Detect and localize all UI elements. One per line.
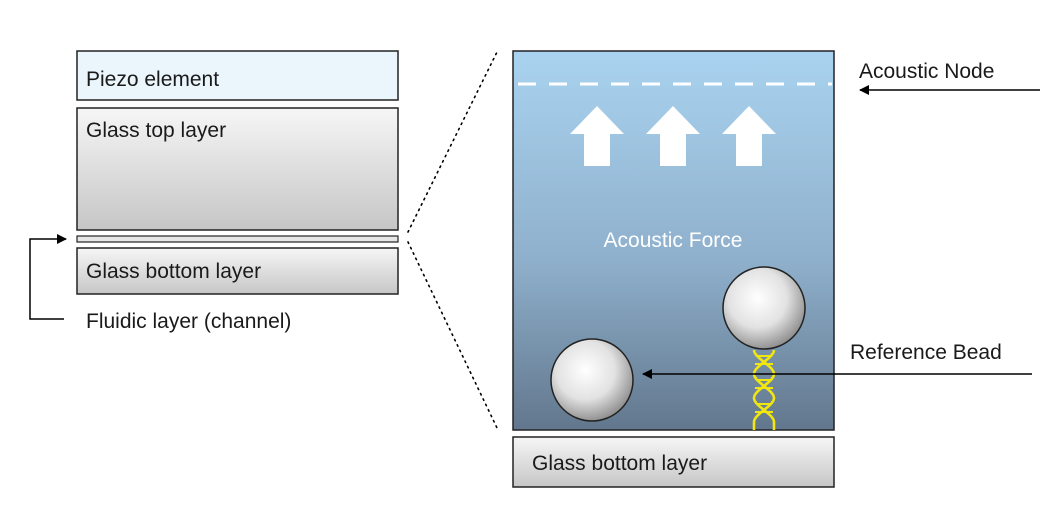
fluidic-callout-line xyxy=(29,234,67,320)
glass-bottom-layer-left-label: Glass bottom layer xyxy=(86,260,261,283)
glass-bottom-layer-left xyxy=(76,247,399,295)
glass-bottom-layer-right xyxy=(512,436,835,488)
force-arrow-icon-3 xyxy=(722,106,776,166)
fluidic-layer-label: Fluidic layer (channel) xyxy=(86,310,291,333)
glass-bottom-layer-right-label: Glass bottom layer xyxy=(532,452,707,475)
zoomed-channel: Acoustic Force Glass bottom layer xyxy=(512,50,835,488)
zoom-connector-bottom xyxy=(407,241,499,431)
force-arrow-icon-2 xyxy=(646,106,700,166)
piezo-element-label: Piezo element xyxy=(86,68,219,91)
piezo-element-layer xyxy=(76,50,399,101)
dna-tether-icon xyxy=(752,349,776,430)
zoom-connector-top xyxy=(407,49,499,233)
force-arrow-icon-1 xyxy=(570,106,624,166)
left-layer-stack: Piezo element Glass top layer Glass bott… xyxy=(29,50,399,333)
acoustic-force-label: Acoustic Force xyxy=(604,229,743,252)
reference-bead-label: Reference Bead xyxy=(850,341,1002,364)
glass-top-layer xyxy=(76,107,399,231)
reference-bead xyxy=(550,338,634,422)
glass-top-layer-label: Glass top layer xyxy=(86,119,226,142)
tethered-bead xyxy=(722,266,806,350)
fluidic-channel-layer xyxy=(76,235,399,243)
acoustic-node-label: Acoustic Node xyxy=(859,60,994,83)
